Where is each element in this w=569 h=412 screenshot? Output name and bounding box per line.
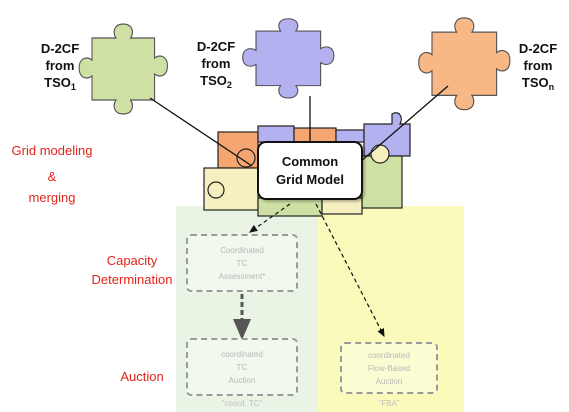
stage-auction: Auction <box>120 369 164 384</box>
fb-auction-line1: coordinated <box>368 350 410 360</box>
tc-assessment-line2: TC <box>236 258 248 268</box>
tc-auction-box: coordinated TC Auction <box>186 338 298 396</box>
stage-capacity-determination: Capacity Determination <box>82 252 182 288</box>
tc-auction-line3: Auction <box>228 375 256 385</box>
cgm-line2: Grid Model <box>276 171 344 187</box>
orange-puzzle-piece-icon <box>418 17 511 111</box>
source-label-tson: D-2CF from TSOn <box>508 40 568 92</box>
stage-grid-modeling: Grid modeling & merging <box>4 142 100 206</box>
fb-auction-note: "FBA" <box>378 399 400 408</box>
violet-puzzle-piece-icon <box>242 18 335 99</box>
source-line2: from <box>523 58 553 73</box>
tc-auction-line1: coordinated <box>221 349 263 359</box>
source-line3: TSO1 <box>44 75 76 92</box>
tc-assessment-line1: Coordinated <box>220 245 264 255</box>
source-line2: from <box>45 58 75 73</box>
source-line3: TSOn <box>521 75 555 92</box>
source-label-tso2: D-2CF from TSO2 <box>186 38 246 90</box>
stage-grid-modeling-line3: merging <box>28 190 76 205</box>
arrow-to-fb-auction <box>315 203 385 338</box>
stage-grid-modeling-line1: Grid modeling <box>11 143 93 158</box>
source-line3: TSO2 <box>200 73 232 90</box>
fb-auction-line2: Flow-Based <box>367 363 411 373</box>
source-line2: from <box>201 56 231 71</box>
tc-assessment-line3: Assessment* <box>218 271 266 281</box>
stage-capacity-line1: Capacity <box>106 253 158 268</box>
stage-grid-modeling-line2: & <box>47 169 57 184</box>
tc-auction-note: "coord. TC" <box>221 399 263 408</box>
fb-auction-line3: Auction <box>375 376 403 386</box>
merged-puzzle-cluster-icon <box>203 112 411 217</box>
stage-capacity-line2: Determination <box>91 272 173 287</box>
source-line1: D-2CF <box>40 41 80 56</box>
capacity-green-band <box>176 206 318 412</box>
tson-connector <box>359 85 449 163</box>
cgm-line1: Common <box>281 153 339 169</box>
tso1-connector <box>149 97 253 167</box>
flow-based-yellow-band <box>318 206 464 412</box>
common-grid-model-box: Common Grid Model <box>257 141 363 200</box>
source-line1: D-2CF <box>518 41 558 56</box>
arrow-to-tc-assessment <box>249 203 291 233</box>
tc-auction-line2: TC <box>236 362 248 372</box>
fb-auction-box: coordinated Flow-Based Auction <box>340 342 438 394</box>
source-line1: D-2CF <box>196 39 236 54</box>
source-label-tso1: D-2CF from TSO1 <box>30 40 90 92</box>
tc-assessment-box: Coordinated TC Assessment* <box>186 234 298 292</box>
